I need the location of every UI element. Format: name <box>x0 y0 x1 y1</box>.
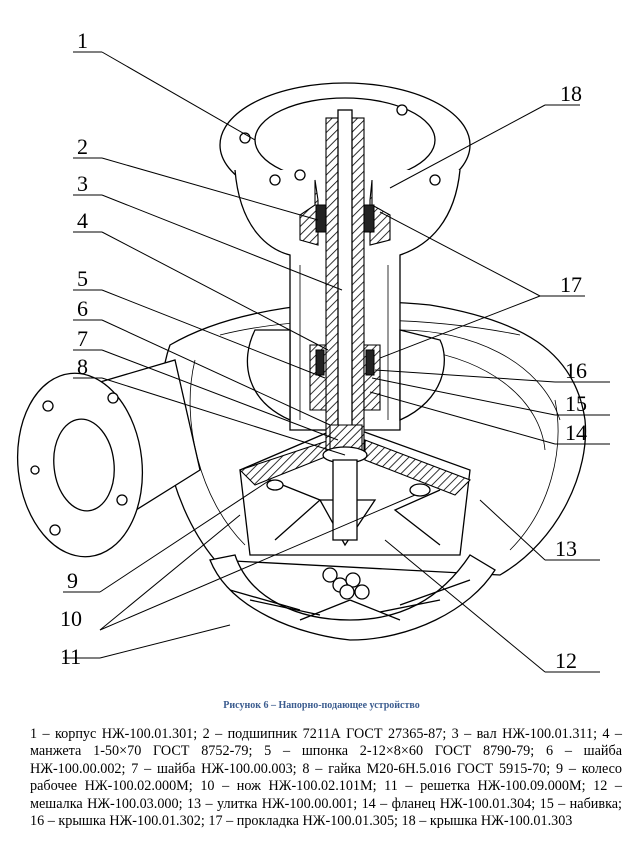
callout-15: 15 <box>565 391 587 416</box>
leader-lines <box>63 51 610 673</box>
callout-5: 5 <box>77 266 88 291</box>
callout-4: 4 <box>77 208 88 233</box>
technical-drawing: 1 2 3 4 5 6 7 8 9 10 11 12 13 14 15 16 1… <box>16 28 610 673</box>
callout-14: 14 <box>565 420 587 445</box>
callout-1: 1 <box>77 28 88 53</box>
callout-10: 10 <box>60 606 82 631</box>
callout-13: 13 <box>555 536 577 561</box>
figure-caption: Рисунок 6 – Напорно-подающее устройство <box>223 700 420 711</box>
callout-8: 8 <box>77 354 88 379</box>
callout-18: 18 <box>560 81 582 106</box>
callout-numbers: 1 2 3 4 5 6 7 8 9 10 11 12 13 14 15 16 1… <box>60 28 587 673</box>
callout-7: 7 <box>77 326 88 351</box>
callout-16: 16 <box>565 358 587 383</box>
callout-17: 17 <box>560 272 582 297</box>
shaft-assembly <box>299 109 391 541</box>
callout-9: 9 <box>67 568 78 593</box>
bottom-grille <box>209 554 496 641</box>
discharge-flange <box>16 359 201 558</box>
callout-6: 6 <box>77 296 88 321</box>
parts-legend: 1 – корпус НЖ-100.01.301; 2 – подшипник … <box>30 726 622 830</box>
callout-12: 12 <box>555 648 577 673</box>
callout-2: 2 <box>77 134 88 159</box>
callout-3: 3 <box>77 171 88 196</box>
callout-11: 11 <box>60 644 81 669</box>
